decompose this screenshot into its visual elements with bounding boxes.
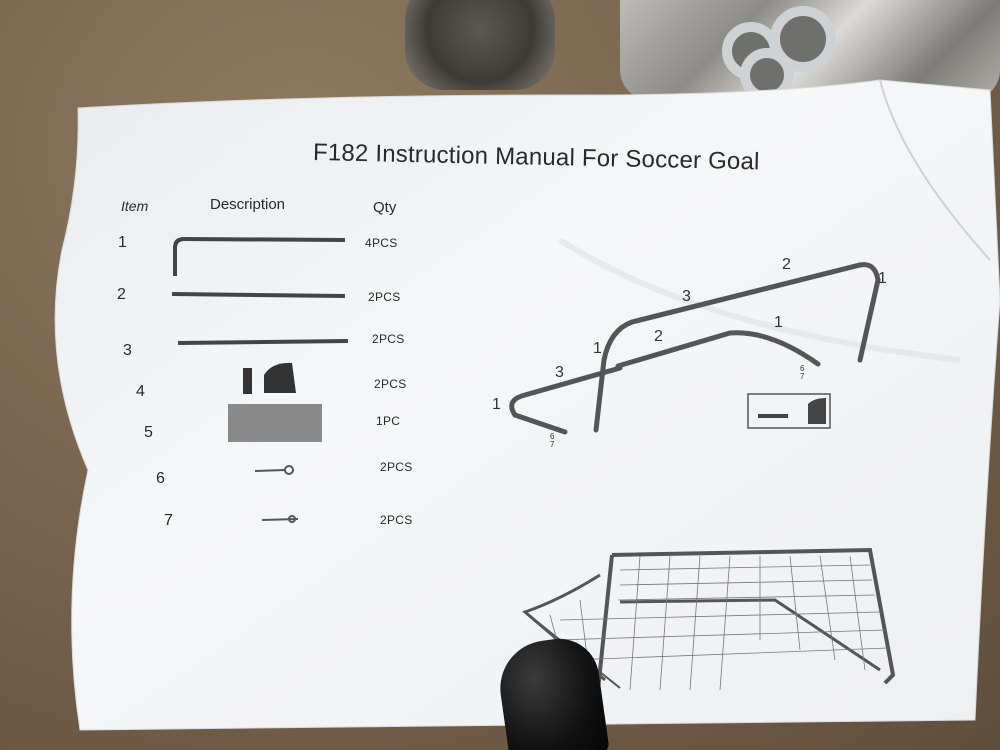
part-7-drawing bbox=[261, 515, 299, 523]
column-header-description: Description bbox=[210, 196, 286, 213]
item-qty: 4PCS bbox=[365, 236, 398, 250]
item-number: 7 bbox=[164, 512, 173, 529]
finished-goal-drawing bbox=[522, 547, 896, 691]
diagram-label: 3 bbox=[682, 288, 691, 305]
diagram-label: 1 bbox=[878, 270, 887, 287]
item-number: 6 bbox=[156, 470, 165, 487]
item-number: 1 bbox=[118, 234, 127, 251]
item-number: 3 bbox=[123, 342, 132, 359]
diagram-label: 2 bbox=[654, 328, 663, 345]
item-number: 5 bbox=[144, 424, 153, 441]
item-qty: 2PCS bbox=[380, 513, 413, 527]
item-qty: 2PCS bbox=[380, 460, 413, 474]
diagram-label: 1 bbox=[774, 314, 783, 331]
column-header-qty: Qty bbox=[373, 199, 397, 216]
item-qty: 2PCS bbox=[374, 377, 407, 391]
item-number: 4 bbox=[136, 383, 145, 400]
diagram-label: 6 bbox=[800, 364, 805, 373]
diagram-label: 6 bbox=[550, 432, 555, 441]
item-qty: 2PCS bbox=[372, 332, 405, 346]
diagram-label: 7 bbox=[800, 372, 805, 381]
diagram-label: 1 bbox=[593, 340, 602, 357]
item-number: 2 bbox=[117, 286, 126, 303]
diagram-label: 3 bbox=[555, 364, 564, 381]
part-1-drawing bbox=[173, 236, 346, 276]
assembly-diagram bbox=[509, 262, 881, 435]
part-2-drawing bbox=[171, 292, 346, 298]
hardware-bag-dark bbox=[405, 0, 555, 90]
part-3-drawing bbox=[177, 339, 349, 345]
column-header-item: Item bbox=[121, 198, 149, 214]
diagram-label: 7 bbox=[550, 440, 555, 449]
part-6-drawing bbox=[254, 465, 294, 475]
part-5-net-drawing bbox=[228, 404, 322, 442]
diagram-label: 2 bbox=[782, 256, 791, 273]
item-qty: 2PCS bbox=[368, 290, 401, 304]
detail-box bbox=[747, 393, 831, 429]
diagram-label: 1 bbox=[492, 396, 501, 413]
item-qty: 1PC bbox=[376, 414, 401, 428]
part-4-drawing bbox=[243, 362, 296, 394]
